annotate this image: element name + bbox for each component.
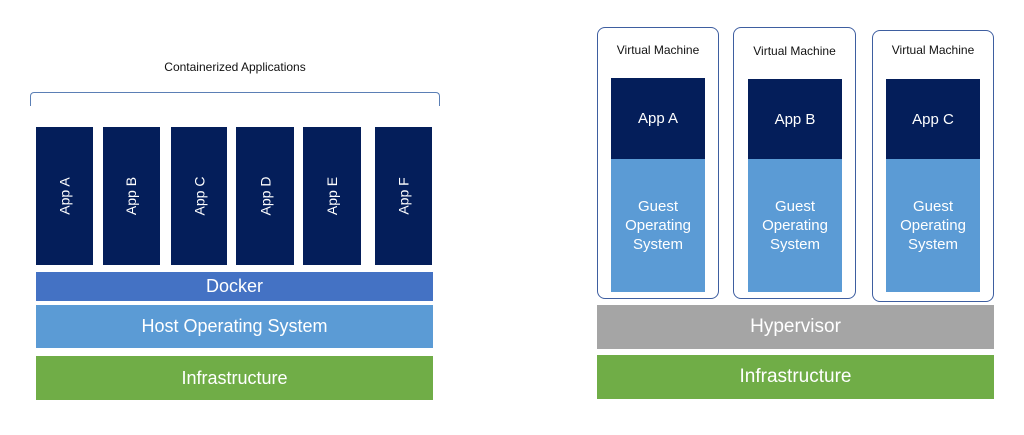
container-app-b: App B (103, 127, 160, 265)
infrastructure-layer-left: Infrastructure (36, 356, 433, 400)
guest-os: Guest Operating System (611, 159, 705, 292)
vm-label: Virtual Machine (616, 43, 700, 57)
vm-app: App A (611, 78, 705, 159)
virtual-machine-3: Virtual Machine App C Guest Operating Sy… (872, 30, 994, 302)
host-os-layer: Host Operating System (36, 305, 433, 348)
vm-app: App B (748, 79, 842, 159)
vm-app: App C (886, 79, 980, 159)
vm-label: Virtual Machine (891, 43, 975, 57)
app-label: App C (190, 176, 207, 216)
app-label: App B (123, 176, 140, 216)
container-app-f: App F (375, 127, 432, 265)
vm-label: Virtual Machine (753, 44, 836, 58)
app-label: App A (56, 177, 73, 215)
guest-os: Guest Operating System (748, 159, 842, 292)
guest-os: Guest Operating System (886, 159, 980, 292)
app-label: App E (323, 176, 340, 216)
app-label: App F (395, 177, 412, 215)
app-label: App D (256, 176, 273, 216)
container-app-d: App D (236, 127, 294, 265)
infrastructure-layer-right: Infrastructure (597, 355, 994, 399)
virtual-machine-1: Virtual Machine App A Guest Operating Sy… (597, 27, 719, 299)
containerized-applications-title: Containerized Applications (164, 60, 306, 74)
container-app-e: App E (303, 127, 361, 265)
container-app-c: App C (171, 127, 227, 265)
container-app-a: App A (36, 127, 93, 265)
hypervisor-layer: Hypervisor (597, 305, 994, 349)
bracket (30, 92, 440, 106)
docker-layer: Docker (36, 272, 433, 301)
virtual-machine-2: Virtual Machine App B Guest Operating Sy… (733, 27, 856, 299)
